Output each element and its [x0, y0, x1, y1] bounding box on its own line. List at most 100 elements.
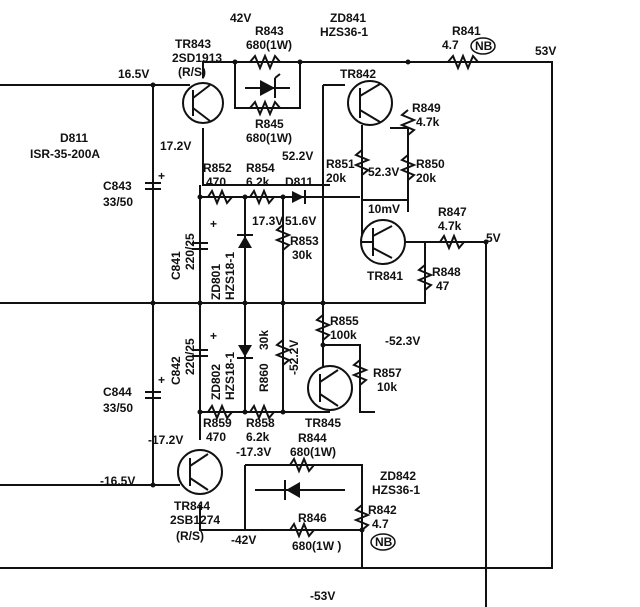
label-r849-val: 4.7k: [416, 115, 440, 129]
r844-resistor: [289, 456, 315, 474]
label-r845-val: 680(1W): [246, 131, 292, 145]
label-d811: D811: [60, 131, 88, 145]
label-r847-val: 4.7k: [438, 219, 462, 233]
label-c843-val: 33/50: [103, 195, 133, 209]
label-r850: R850: [416, 157, 445, 171]
label-c843-plus: +: [158, 169, 165, 183]
label-r844: R844: [298, 431, 327, 445]
label-r854-val: 6.2k: [246, 175, 270, 189]
r857-resistor: [351, 359, 369, 386]
label-m17v2: -17.2V: [148, 433, 183, 447]
r852-resistor: [207, 188, 233, 206]
label-r851: R851: [326, 157, 355, 171]
label-c842-val: 220/25: [183, 338, 197, 375]
junction-dots: [150, 59, 489, 533]
label-m52v2: -52.2V: [287, 340, 301, 375]
wire-r848: [330, 242, 426, 304]
d811-diode: [292, 190, 306, 204]
tr843-transistor: [182, 82, 224, 124]
label-tr845: TR845: [305, 416, 341, 430]
label-17v3: 17.3V: [252, 214, 283, 228]
label-r845: R845: [255, 117, 284, 131]
label-r848-val: 47: [436, 279, 450, 293]
c841-capacitor: [192, 242, 208, 250]
label-r850-val: 20k: [416, 171, 436, 185]
label-d811-part: ISR-35-200A: [30, 147, 100, 161]
label-r842-val: 4.7: [372, 517, 389, 531]
nb-badge-r842: NB: [370, 533, 396, 551]
r842-resistor: [353, 504, 371, 531]
label-c842: C842: [169, 356, 183, 385]
nb-badge-r841: NB: [470, 37, 496, 55]
tr845-transistor: [307, 365, 353, 411]
r843-resistor: [249, 53, 281, 71]
label-r848: R848: [432, 265, 461, 279]
label-tr844: TR844: [174, 499, 210, 513]
zd802-zener: [237, 345, 253, 359]
label-zd801: ZD801: [209, 264, 223, 300]
r848-resistor: [416, 264, 434, 291]
r850-resistor: [399, 154, 417, 181]
label-51v6: 51.6V: [285, 214, 316, 228]
label-c841: C841: [169, 251, 183, 280]
r845-resistor: [249, 99, 281, 117]
label-16v5: 16.5V: [118, 67, 149, 81]
c843-capacitor: [145, 182, 161, 190]
r846-resistor: [289, 521, 315, 539]
label-c841-val: 220/25: [183, 233, 197, 270]
label-m17v3: -17.3V: [236, 445, 271, 459]
label-r852: R852: [203, 161, 232, 175]
label-r860: R860: [257, 363, 271, 392]
label-c844-val: 33/50: [103, 401, 133, 415]
label-r853: R853: [290, 234, 319, 248]
label-r852-val: 470: [206, 175, 226, 189]
r847-resistor: [439, 233, 465, 251]
label-zd802-part: HZS18-1: [223, 352, 237, 400]
svg-text:NB: NB: [375, 535, 393, 549]
wire-tr843-top: [202, 61, 235, 78]
label-zd841: ZD841: [330, 11, 366, 25]
label-52v2: 52.2V: [282, 149, 313, 163]
label-m53v: -53V: [310, 589, 335, 603]
label-r846-val: 680(1W ): [292, 539, 341, 553]
label-r858: R858: [246, 416, 275, 430]
label-r854: R854: [246, 161, 275, 175]
label-10mv: 10mV: [368, 202, 400, 216]
c842-capacitor: [192, 349, 208, 357]
label-r857: R857: [373, 366, 402, 380]
label-r857-val: 10k: [377, 380, 397, 394]
label-tr844-part: 2SB1274: [170, 513, 220, 527]
label-tr844-grade: (R/S): [176, 529, 204, 543]
zd841-zener: [245, 73, 290, 98]
tr841-transistor: [360, 219, 406, 265]
label-c841-plus: +: [210, 217, 217, 231]
label-r842: R842: [368, 503, 397, 517]
r858-resistor: [249, 403, 275, 421]
wire-tr843-emitter: [202, 128, 330, 186]
r859-resistor: [207, 403, 233, 421]
label-r859: R859: [203, 416, 232, 430]
label-tr843-part: 2SD1913: [172, 51, 222, 65]
label-r843: R843: [255, 24, 284, 38]
wire-53v-rail: [0, 61, 553, 569]
label-zd842: ZD842: [380, 469, 416, 483]
label-c843: C843: [103, 179, 132, 193]
label-r847: R847: [438, 205, 467, 219]
tr844-transistor: [177, 449, 223, 495]
label-tr842: TR842: [340, 67, 376, 81]
label-52v3: 52.3V: [368, 165, 399, 179]
label-r855: R855: [330, 314, 359, 328]
label-d811b: D811: [285, 175, 313, 189]
label-r844-val: 680(1W): [290, 445, 336, 459]
label-c844-plus: +: [158, 373, 165, 387]
label-r853-val: 30k: [292, 248, 312, 262]
label-r859-val: 470: [206, 430, 226, 444]
r860-resistor: [274, 339, 292, 366]
label-tr841: TR841: [367, 269, 403, 283]
label-zd802: ZD802: [209, 364, 223, 400]
r853-resistor: [274, 224, 292, 251]
label-17v2: 17.2V: [160, 139, 191, 153]
label-tr843-grade: (R/S): [178, 65, 206, 79]
r855-resistor: [314, 314, 332, 341]
